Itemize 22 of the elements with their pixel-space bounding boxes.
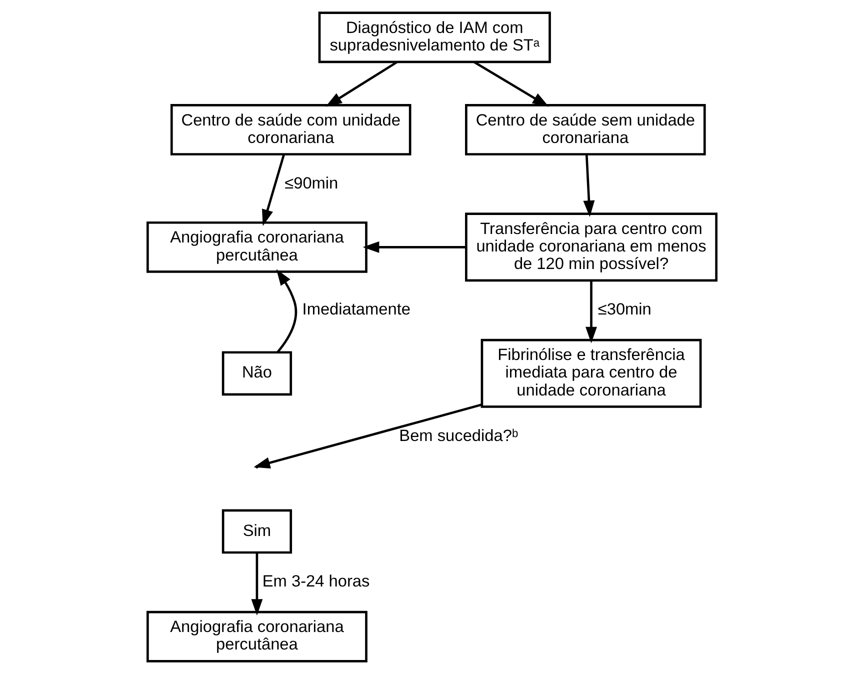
arrow	[472, 60, 548, 107]
edge-label: Bem sucedida?ᵇ	[398, 426, 518, 445]
node-box: Diagnóstico de IAM com supradesnivelamento de STᵃ	[318, 12, 550, 64]
node-box: Angiografia coronariana percutânea	[146, 610, 367, 662]
node-box: Fibrinólise e transferência imediata para centro de unidade coronariana	[480, 338, 702, 408]
node-box: Sim	[221, 509, 292, 554]
node-box: Centro de saúde com unidade coronariana	[170, 104, 411, 156]
arrow	[582, 154, 594, 217]
arrow	[362, 241, 466, 253]
edge-label: ≤90min	[284, 174, 338, 192]
node-box: Angiografia coronariana percutânea	[146, 221, 367, 273]
edge-label: ≤30min	[597, 300, 651, 319]
arrow	[585, 280, 596, 344]
edge-label: Imediatamente	[302, 300, 410, 319]
arrow	[276, 269, 297, 354]
node-box: Centro de saúde sem unidade coronariana	[464, 104, 706, 156]
arrow	[250, 552, 262, 616]
arrow	[261, 154, 284, 226]
node-box: Não	[221, 351, 292, 396]
node-box: Transferência para centro com unidade coronariana em menos de 120 min possível?	[464, 212, 717, 282]
edge-label: Em 3-24 horas	[262, 572, 370, 591]
arrow	[325, 60, 398, 107]
